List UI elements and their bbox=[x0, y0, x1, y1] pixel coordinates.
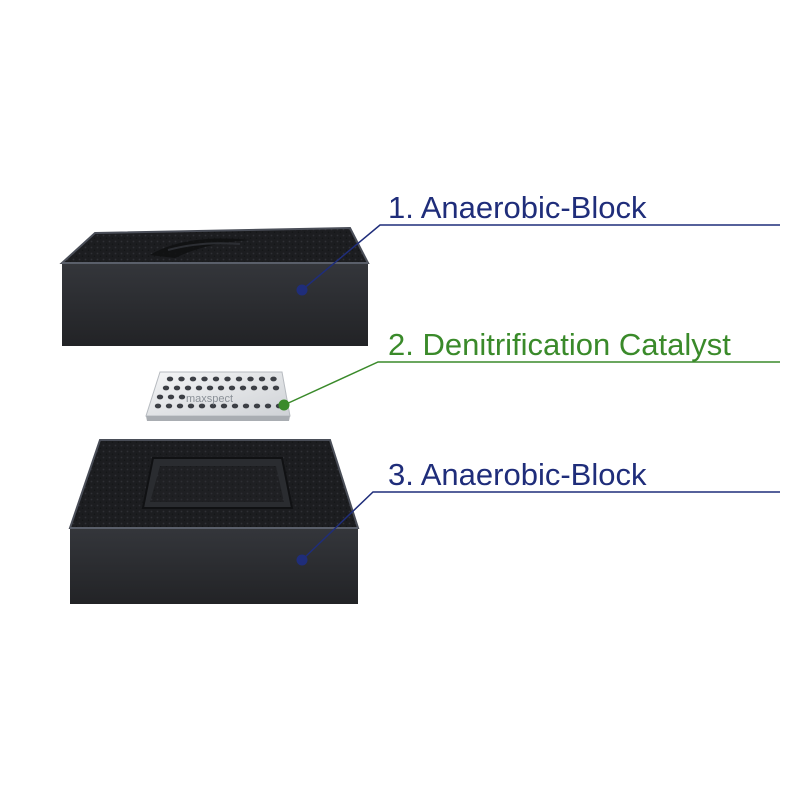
catalyst-hole bbox=[167, 394, 175, 400]
catalyst-hole bbox=[166, 376, 174, 382]
catalyst-hole bbox=[184, 385, 192, 391]
block-front-face bbox=[62, 263, 368, 346]
block-cavity-floor bbox=[150, 466, 284, 502]
callout-label: 2. Denitrification Catalyst bbox=[388, 327, 731, 362]
catalyst-hole bbox=[220, 403, 228, 409]
anaerobic-block-top bbox=[59, 226, 370, 346]
callout-2: 2. Denitrification Catalyst bbox=[278, 327, 780, 411]
catalyst-hole bbox=[247, 376, 254, 382]
catalyst-hole bbox=[235, 376, 243, 382]
catalyst-hole bbox=[165, 403, 173, 409]
block-front-face bbox=[70, 528, 358, 604]
leader-line bbox=[301, 224, 780, 291]
catalyst-hole bbox=[209, 403, 217, 409]
catalyst-hole bbox=[228, 385, 236, 391]
catalyst-hole bbox=[253, 403, 261, 409]
leader-dot bbox=[296, 284, 308, 296]
maxspect-logo-stroke bbox=[167, 242, 241, 251]
catalyst-brand-text: maxspect bbox=[186, 393, 233, 405]
catalyst-hole bbox=[272, 385, 280, 391]
catalyst-hole bbox=[242, 403, 250, 409]
callout-label: 1. Anaerobic-Block bbox=[388, 190, 647, 225]
catalyst-hole bbox=[206, 385, 214, 391]
catalyst-hole bbox=[201, 376, 208, 382]
catalyst-hole bbox=[198, 403, 206, 409]
catalyst-hole bbox=[217, 385, 225, 391]
catalyst-hole bbox=[173, 385, 181, 391]
catalyst-hole bbox=[195, 385, 203, 391]
catalyst-hole bbox=[212, 376, 220, 382]
catalyst-hole bbox=[258, 376, 266, 382]
denitrification-catalyst: maxspect bbox=[145, 371, 291, 421]
catalyst-holes bbox=[154, 376, 283, 409]
leader-dot bbox=[296, 554, 308, 566]
callout-label: 3. Anaerobic-Block bbox=[388, 457, 647, 492]
catalyst-hole bbox=[231, 403, 239, 409]
catalyst-hole bbox=[178, 376, 185, 382]
anaerobic-block-bottom bbox=[68, 439, 360, 604]
leader-dot bbox=[278, 399, 290, 411]
catalyst-hole bbox=[178, 394, 186, 400]
catalyst-hole bbox=[270, 376, 277, 382]
catalyst-hole bbox=[162, 385, 170, 391]
callout-1: 1. Anaerobic-Block bbox=[296, 190, 780, 296]
catalyst-plate-side bbox=[146, 416, 290, 421]
leader-line bbox=[301, 491, 780, 561]
callout-3: 3. Anaerobic-Block bbox=[296, 457, 780, 566]
catalyst-hole bbox=[154, 403, 162, 409]
catalyst-hole bbox=[261, 385, 269, 391]
block-top-face bbox=[59, 226, 370, 264]
catalyst-hole bbox=[176, 403, 184, 409]
catalyst-hole bbox=[250, 385, 258, 391]
catalyst-hole bbox=[156, 394, 164, 400]
catalyst-hole bbox=[189, 376, 197, 382]
leader-line bbox=[283, 361, 780, 406]
maxspect-logo-embossed bbox=[150, 238, 250, 258]
catalyst-hole bbox=[187, 403, 195, 409]
catalyst-hole bbox=[264, 403, 272, 409]
catalyst-hole bbox=[224, 376, 231, 382]
catalyst-hole bbox=[239, 385, 247, 391]
